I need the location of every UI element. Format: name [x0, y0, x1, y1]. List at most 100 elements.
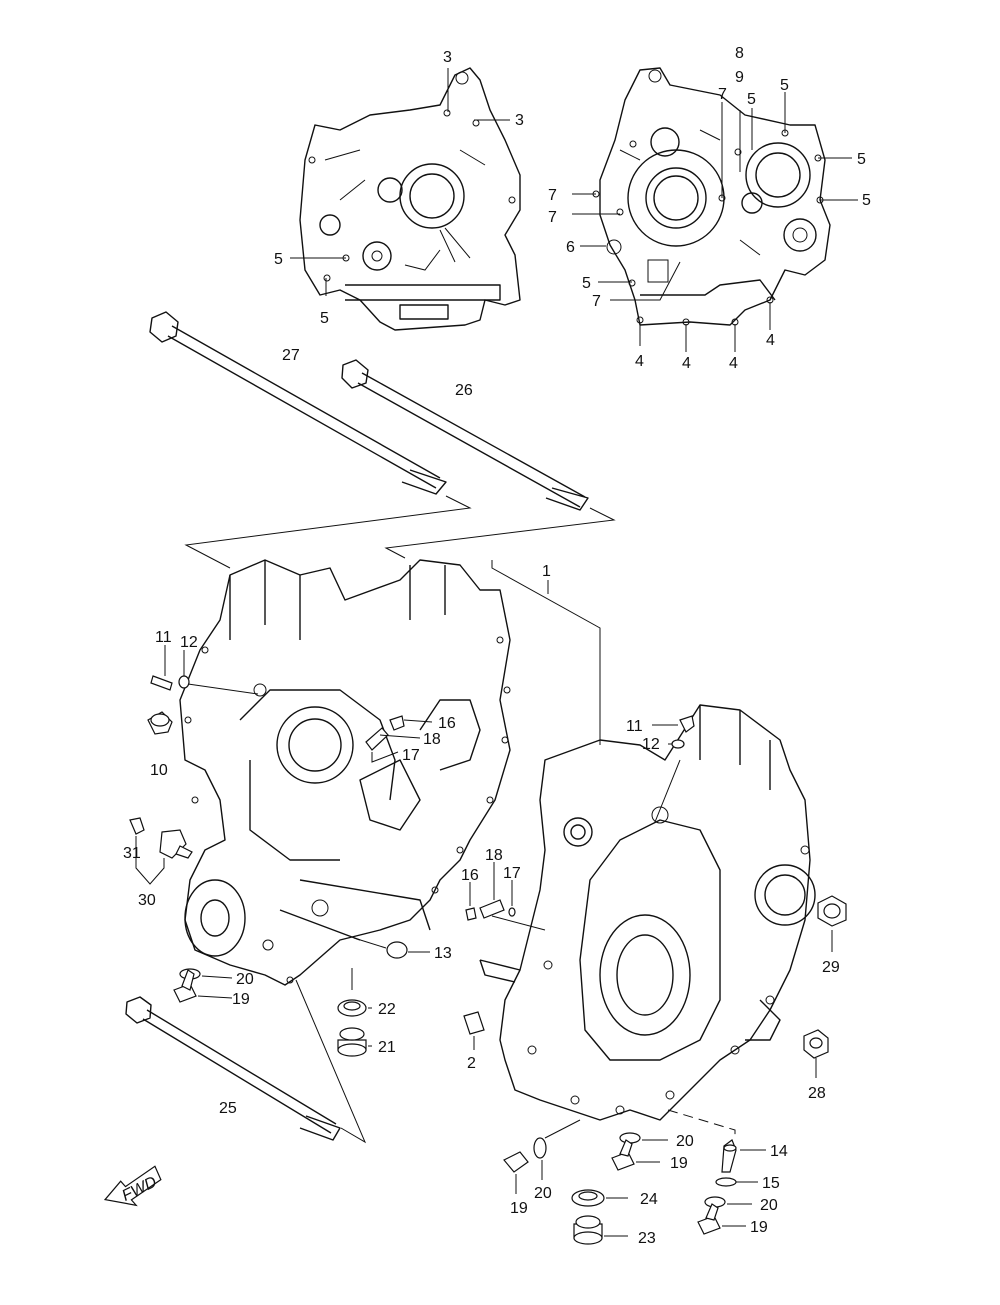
dowel-2 — [463, 1011, 485, 1035]
washer-12a — [178, 675, 190, 689]
callout-11: 11 — [155, 629, 172, 646]
bolt-19c — [503, 1151, 529, 1173]
plug-10 — [147, 711, 173, 735]
bolt-19b — [611, 1139, 635, 1171]
pipe-17a-18a — [365, 715, 405, 751]
callout-12: 12 — [642, 736, 660, 753]
leads-upper-right — [572, 92, 858, 352]
lead-20b-19b — [636, 1139, 668, 1163]
nut-28 — [803, 1029, 829, 1059]
lead-24-23 — [604, 1197, 628, 1237]
callout-2: 2 — [467, 1055, 476, 1072]
bolt-31 — [129, 817, 145, 835]
o-ring-13 — [386, 941, 408, 959]
callout-5: 5 — [747, 91, 756, 108]
callout-18: 18 — [485, 847, 503, 864]
callout-20: 20 — [236, 971, 254, 988]
callout-5: 5 — [274, 251, 283, 268]
lead-13 — [353, 937, 430, 953]
callout-4: 4 — [729, 355, 738, 372]
upper-right-crankcase — [592, 67, 831, 326]
washer-20c — [533, 1137, 547, 1159]
callout-17: 17 — [402, 747, 420, 764]
callout-25: 25 — [219, 1100, 237, 1117]
callout-7: 7 — [548, 187, 557, 204]
callout-19: 19 — [232, 991, 250, 1008]
bracket-part-1 — [491, 560, 601, 745]
callout-4: 4 — [635, 353, 644, 370]
callout-20: 20 — [534, 1185, 552, 1202]
bolt-11b — [679, 715, 695, 733]
callout-7: 7 — [592, 293, 601, 310]
bolt-19d — [697, 1203, 721, 1235]
callout-17: 17 — [503, 865, 521, 882]
lead-22-21 — [351, 968, 372, 1047]
callout-27: 27 — [282, 347, 300, 364]
callout-8: 8 — [735, 45, 744, 62]
crankcase-bolt-26 — [341, 359, 589, 511]
callout-21: 21 — [378, 1039, 396, 1056]
callout-labels: 3 3 5 5 8 9 7 5 5 5 5 7 7 6 5 7 4 4 4 4 … — [123, 45, 871, 1247]
callout-31: 31 — [123, 845, 141, 862]
bolt-11a — [150, 675, 173, 691]
leads-upper-left — [290, 68, 510, 296]
callout-18: 18 — [423, 731, 441, 748]
callout-26: 26 — [455, 382, 473, 399]
callout-5: 5 — [862, 192, 871, 209]
lead-20a-19a — [197, 975, 233, 999]
callout-4: 4 — [682, 355, 691, 372]
bracket-30-31 — [135, 836, 165, 885]
upper-left-crankcase — [299, 67, 521, 331]
pipe-18b-16b-17b — [465, 899, 516, 921]
callout-5: 5 — [857, 151, 866, 168]
guide-line-27 — [184, 495, 472, 569]
bolt-14 — [721, 1139, 737, 1173]
callout-19: 19 — [510, 1200, 528, 1217]
callout-11: 11 — [626, 718, 643, 735]
lead-16a-18a-17a — [371, 719, 433, 763]
nut-29 — [817, 895, 847, 927]
callout-5: 5 — [320, 310, 329, 327]
callout-5: 5 — [780, 77, 789, 94]
lead-19c-20c — [515, 1119, 581, 1194]
sensor-30 — [159, 829, 193, 859]
callout-19: 19 — [750, 1219, 768, 1236]
callout-20: 20 — [760, 1197, 778, 1214]
washer-24 — [571, 1189, 605, 1207]
callout-5: 5 — [582, 275, 591, 292]
lead-18b-16b-17b — [469, 862, 546, 931]
callout-19: 19 — [670, 1155, 688, 1172]
bolt-25 — [125, 996, 341, 1141]
callout-24: 24 — [640, 1191, 658, 1208]
guide-line-14 — [667, 1109, 736, 1140]
callout-23: 23 — [638, 1230, 656, 1247]
callout-13: 13 — [434, 945, 452, 962]
lead-11a-12a — [164, 645, 259, 695]
guide-line-25 — [295, 979, 367, 1144]
fwd-arrow-icon — [103, 1165, 162, 1207]
washer-12b — [671, 739, 685, 749]
plug-23 — [573, 1215, 603, 1245]
ring-15 — [715, 1177, 737, 1187]
callout-9: 9 — [735, 69, 744, 86]
callout-15: 15 — [762, 1175, 780, 1192]
callout-3: 3 — [515, 112, 524, 129]
callout-22: 22 — [378, 1001, 396, 1018]
right-crankcase-half — [479, 704, 816, 1121]
guide-line-26 — [384, 507, 616, 559]
callout-7: 7 — [548, 209, 557, 226]
callout-7: 7 — [718, 86, 727, 103]
callout-28: 28 — [808, 1085, 826, 1102]
callout-20: 20 — [676, 1133, 694, 1150]
left-crankcase-half — [179, 559, 511, 986]
callout-3: 3 — [443, 49, 452, 66]
bolt-19a — [173, 969, 197, 1003]
callout-16: 16 — [438, 715, 456, 732]
plug-21 — [337, 1027, 367, 1057]
callout-6: 6 — [566, 239, 575, 256]
callout-16: 16 — [461, 867, 479, 884]
lead-20d-19d — [722, 1203, 752, 1227]
callout-10: 10 — [150, 762, 168, 779]
callout-29: 29 — [822, 959, 840, 976]
